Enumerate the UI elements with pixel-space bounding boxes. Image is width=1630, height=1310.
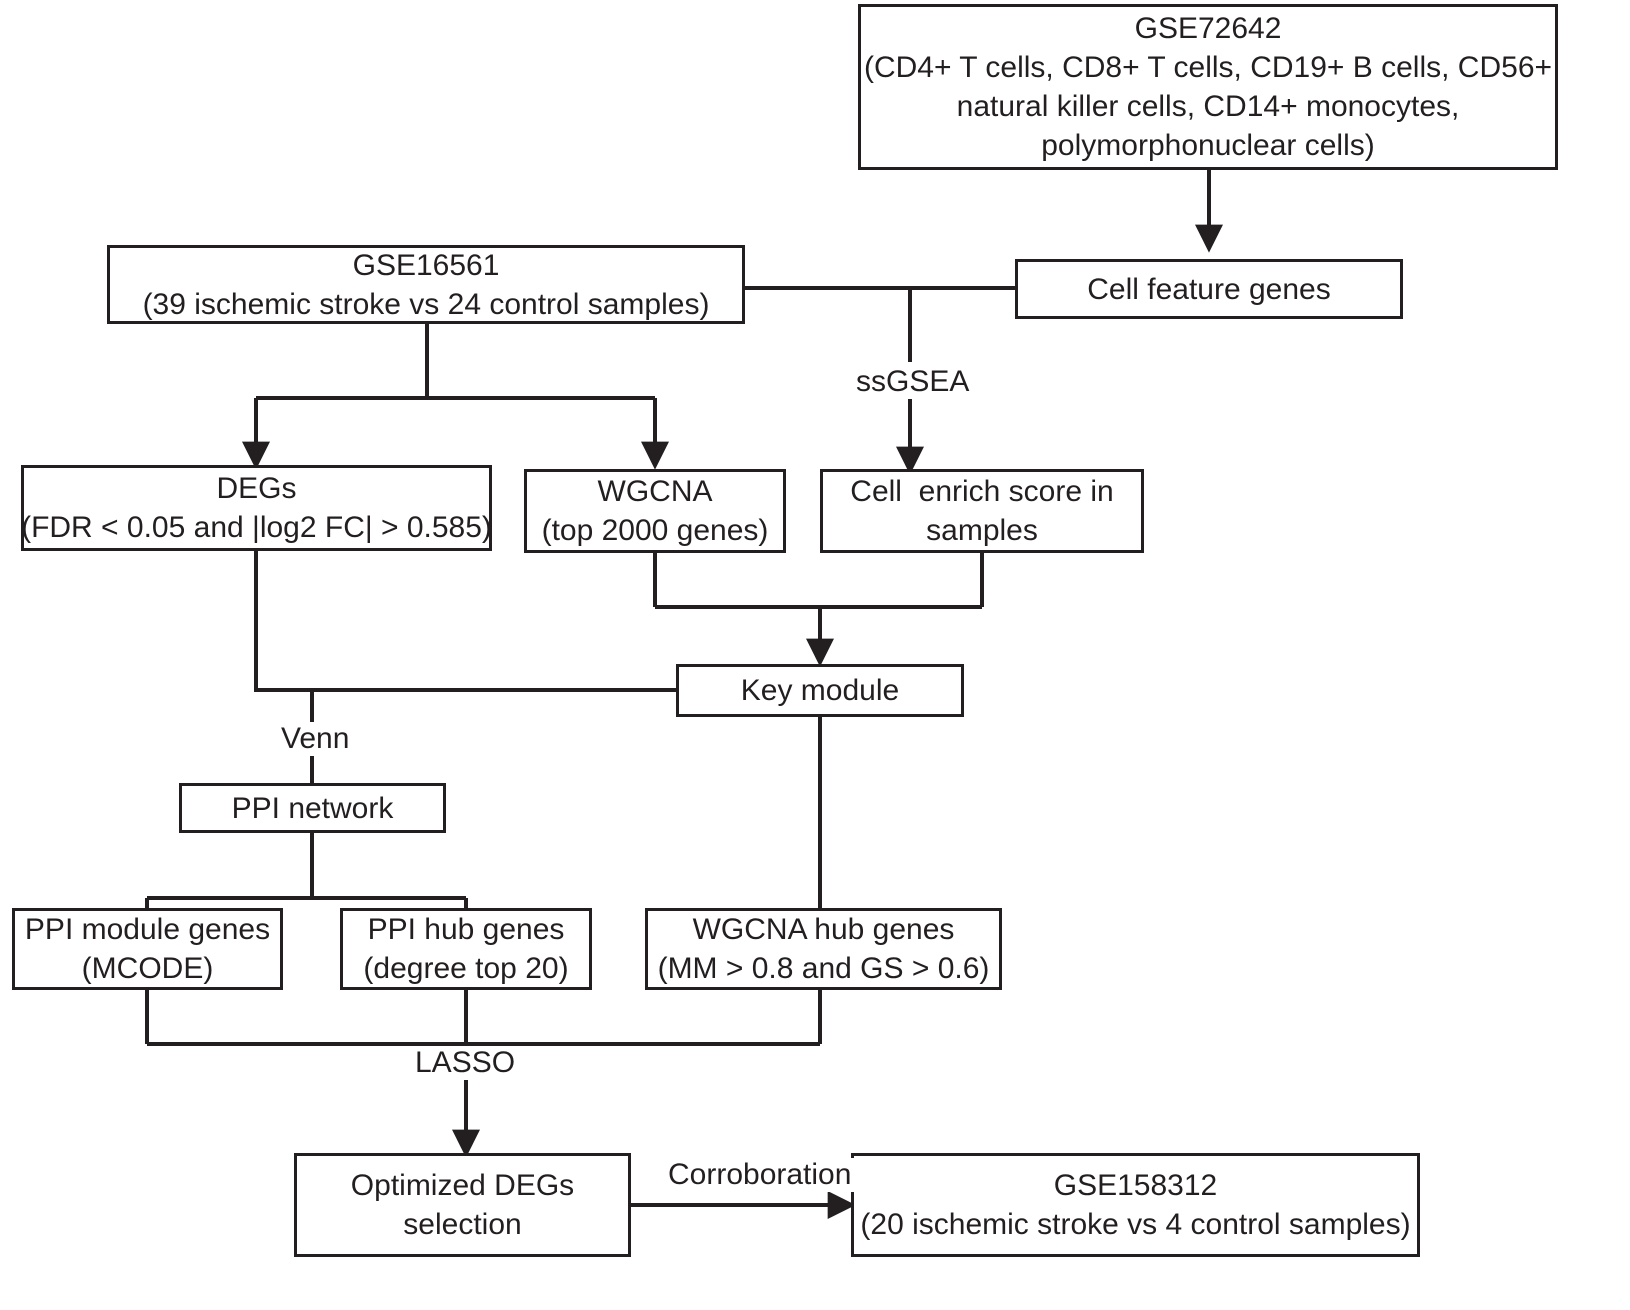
edge-label-venn: Venn [276,722,355,756]
node-cell-enrich-score-line-1: Cell enrich score in [850,475,1114,508]
node-cell-enrich-score-line-2: samples [926,514,1038,547]
node-optimized-degs[interactable]: Optimized DEGs selection [294,1153,631,1257]
node-gse16561-line-1: GSE16561 [352,248,500,282]
node-wgcna-line-2: (top 2000 genes) [541,514,769,547]
node-cell-feature-genes-line-1: Cell feature genes [1087,272,1331,306]
node-ppi-module-genes-line-1: PPI module genes [24,913,271,946]
edge-label-ssgsea: ssGSEA [851,365,975,399]
node-degs-line-2: (FDR < 0.05 and |log2 FC| > 0.585) [21,511,492,544]
node-gse158312-line-2: (20 ischemic stroke vs 4 control samples… [860,1208,1411,1241]
node-optimized-degs-line-2: selection [403,1208,522,1241]
node-gse72642-line-1: GSE72642 [1134,12,1282,45]
node-gse72642-line-4: polymorphonuclear cells) [1041,129,1375,162]
node-wgcna-line-1: WGCNA [597,475,713,508]
node-gse72642-line-2: (CD4+ T cells, CD8+ T cells, CD19+ B cel… [863,51,1553,84]
edge-label-lasso: LASSO [410,1046,521,1080]
node-ppi-module-genes[interactable]: PPI module genes (MCODE) [12,908,283,990]
edge-gse16561-bus [256,322,655,400]
node-ppi-hub-genes[interactable]: PPI hub genes (degree top 20) [340,908,592,990]
edge-label-corroboration: Corroboration [663,1158,857,1192]
node-ppi-hub-genes-line-2: (degree top 20) [363,952,569,985]
node-gse16561-line-2: (39 ischemic stroke vs 24 control sample… [142,287,710,321]
node-gse158312[interactable]: GSE158312 (20 ischemic stroke vs 4 contr… [851,1153,1420,1257]
node-optimized-degs-line-1: Optimized DEGs [350,1169,575,1202]
node-degs-line-1: DEGs [216,472,297,505]
edge-ppinetwork-bus [147,833,466,900]
node-wgcna[interactable]: WGCNA (top 2000 genes) [524,469,786,553]
edge-degs-to-keymodule [254,551,676,692]
node-gse158312-line-1: GSE158312 [1053,1169,1218,1202]
node-gse72642-line-3: natural killer cells, CD14+ monocytes, [956,90,1460,123]
node-wgcna-hub-genes-line-1: WGCNA hub genes [692,913,955,946]
node-cell-feature-genes[interactable]: Cell feature genes [1015,259,1403,319]
node-degs[interactable]: DEGs (FDR < 0.05 and |log2 FC| > 0.585) [21,465,492,551]
node-gse16561[interactable]: GSE16561 (39 ischemic stroke vs 24 contr… [107,245,745,324]
node-ppi-network-line-1: PPI network [231,791,394,825]
node-ppi-network[interactable]: PPI network [179,783,446,833]
node-wgcna-hub-genes[interactable]: WGCNA hub genes (MM > 0.8 and GS > 0.6) [645,908,1002,990]
node-key-module[interactable]: Key module [676,664,964,717]
node-ppi-hub-genes-line-1: PPI hub genes [367,913,565,946]
node-gse72642[interactable]: GSE72642 (CD4+ T cells, CD8+ T cells, CD… [858,4,1558,170]
node-wgcna-hub-genes-line-2: (MM > 0.8 and GS > 0.6) [657,952,990,985]
node-ppi-module-genes-line-2: (MCODE) [81,952,214,985]
node-key-module-line-1: Key module [740,674,900,707]
node-cell-enrich-score[interactable]: Cell enrich score in samples [820,469,1144,553]
